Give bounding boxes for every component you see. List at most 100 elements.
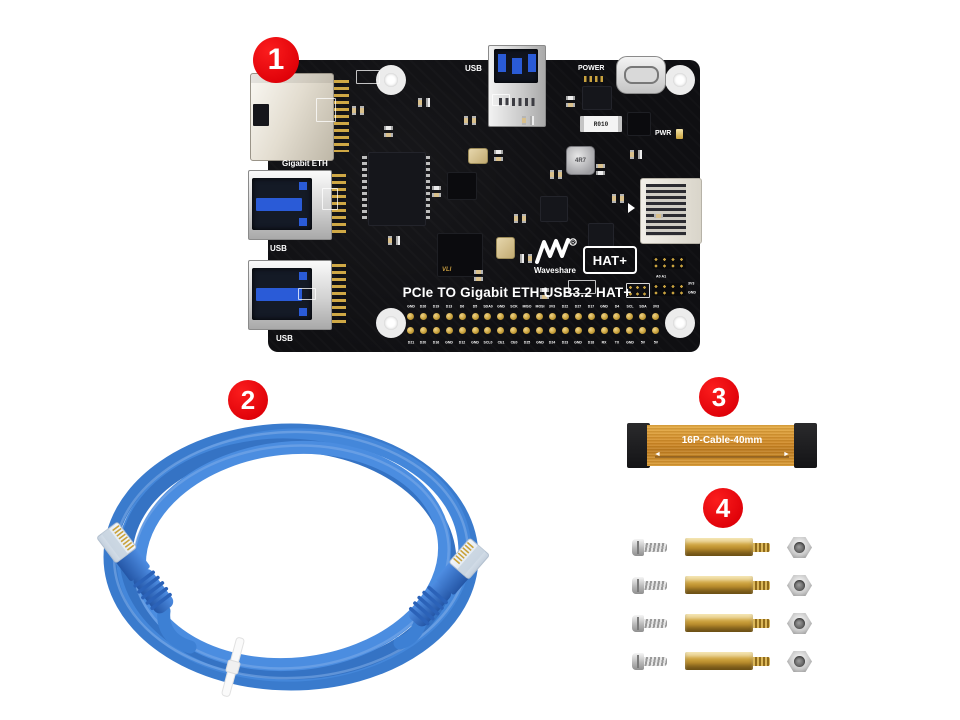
- usb-tongue: [256, 198, 302, 211]
- smd-component: [654, 214, 663, 218]
- nut-hole: [794, 580, 805, 591]
- smd-component: [494, 157, 503, 161]
- hat-plus-badge: HAT+: [583, 246, 637, 274]
- usb-contact: [528, 54, 536, 72]
- gpio-label: GND: [625, 341, 634, 345]
- smd-component: [596, 171, 605, 175]
- smd-component: [474, 270, 483, 274]
- smd-component: [432, 193, 441, 197]
- gpio-pad: [471, 313, 479, 320]
- smd-component: [612, 194, 616, 203]
- chip-logo: VLI: [442, 267, 452, 273]
- gpio-pad: [548, 313, 556, 320]
- gpio-label: 5V: [653, 341, 658, 345]
- smd-component: [494, 150, 503, 154]
- arrow-left-icon: ◄: [654, 451, 661, 458]
- smd-component: [432, 186, 441, 190]
- standoff-kit-row: [610, 575, 850, 597]
- gpio-label: D25: [523, 341, 530, 345]
- silkscreen-box: [298, 288, 316, 300]
- gpio-label: D16: [433, 341, 440, 345]
- pwr-led-label: PWR: [655, 130, 672, 137]
- gpio-label: TX: [614, 341, 620, 345]
- cable-tie: [221, 637, 245, 697]
- aux-header-label: A0 A1: [656, 275, 667, 279]
- gpio-pad: [652, 327, 660, 334]
- usb-label-2: USB: [276, 334, 293, 343]
- brass-standoff: [685, 538, 753, 556]
- gpio-label: D5: [472, 305, 478, 309]
- standoff-kit-row: [610, 613, 850, 635]
- soic-chip: [540, 196, 568, 222]
- usb3-port-left-2: [248, 260, 332, 330]
- gpio-pad: [497, 313, 505, 320]
- ffc-end-stiffener: [627, 423, 650, 468]
- power-led: [676, 129, 683, 139]
- aux-header: [652, 283, 686, 296]
- gpio-label: D6: [459, 305, 465, 309]
- svg-text:R: R: [571, 240, 575, 246]
- gpio-label: D23: [562, 341, 569, 345]
- gpio-label: GND: [574, 341, 583, 345]
- usb-tongue: [256, 288, 302, 301]
- smd-component: [520, 254, 524, 263]
- gpio-pad: [574, 313, 582, 320]
- gpio-pad: [484, 313, 492, 320]
- gpio-pad: [407, 313, 414, 320]
- gpio-pad: [587, 313, 595, 320]
- smd-component: [566, 96, 575, 100]
- rail-3v3-label: 3V3: [688, 282, 695, 286]
- screw-shaft: [644, 657, 667, 666]
- arrow-right-icon: ►: [783, 451, 790, 458]
- crystal-oscillator: [468, 148, 488, 164]
- standoff-stud: [753, 580, 770, 590]
- screw-head: [632, 577, 644, 594]
- badge-1: 1: [253, 37, 299, 83]
- gpio-pad: [613, 313, 621, 320]
- smd-component: [566, 103, 575, 107]
- usb-label-top: USB: [465, 64, 482, 73]
- usb-pins: [332, 264, 346, 324]
- gpio-label: SCK: [509, 305, 518, 309]
- smd-component: [464, 116, 468, 125]
- gpio-label: D24: [549, 341, 556, 345]
- usbc-power-port: [616, 56, 666, 94]
- gpio-label: D12: [458, 341, 466, 345]
- usb3-port-left-1: [248, 170, 332, 240]
- screw-head: [632, 615, 644, 632]
- smd-component: [360, 106, 364, 115]
- gpio-pad: [600, 313, 608, 320]
- smd-component: [522, 116, 526, 125]
- usb-contact: [498, 54, 506, 72]
- badge-2: 2: [228, 380, 268, 420]
- rail-gnd-label: GND: [688, 291, 697, 295]
- silkscreen-box: [316, 98, 336, 122]
- ethernet-controller-chip: [368, 152, 426, 226]
- shunt-resistor: R010: [580, 116, 622, 132]
- gpio-pad: [419, 327, 427, 334]
- screw-shaft: [644, 619, 667, 628]
- gpio-label: SDA: [638, 305, 647, 309]
- gpio-pad: [510, 313, 518, 320]
- mounting-hole: [376, 308, 406, 338]
- smd-component: [540, 288, 549, 292]
- gpio-pad: [510, 327, 518, 334]
- gpio-label: GND: [406, 305, 415, 309]
- smd-component: [596, 164, 605, 168]
- gpio-pad: [432, 327, 440, 334]
- brass-standoff: [685, 614, 753, 632]
- gpio-pad: [523, 327, 531, 334]
- boot-ribs: [408, 585, 448, 626]
- usb-contact: [299, 218, 307, 226]
- rj45-plug-left: [97, 522, 174, 614]
- ffc-seam: [655, 456, 789, 458]
- ffc-ribbon-cable: 16P-Cable-40mm ◄ ►: [627, 423, 817, 468]
- qfn-chip: [447, 172, 477, 200]
- gpio-label: GND: [496, 305, 505, 309]
- boot-ribs: [133, 570, 172, 610]
- smd-component: [630, 150, 634, 159]
- gpio-pad: [548, 327, 556, 334]
- screw-shaft: [644, 581, 667, 590]
- smd-component: [388, 236, 392, 245]
- gpio-label: D18: [587, 341, 595, 345]
